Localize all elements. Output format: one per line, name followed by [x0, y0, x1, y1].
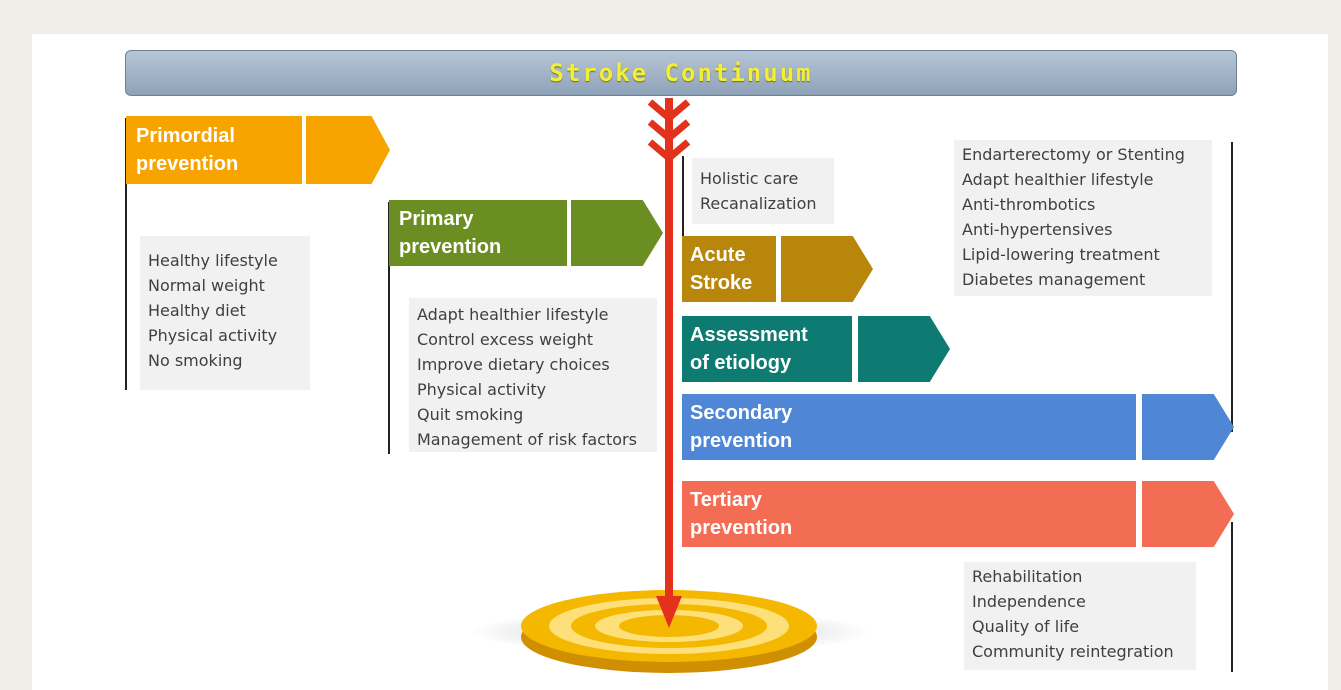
note-item: Physical activity	[417, 380, 547, 399]
note-item: Healthy diet	[148, 301, 246, 320]
note-item: Adapt healthier lifestyle	[417, 305, 609, 324]
primary-arrow-head	[571, 200, 663, 266]
note-item: Anti-hypertensives	[962, 220, 1113, 239]
diagram-canvas: Stroke Continuum Primordial prevention H…	[32, 34, 1328, 690]
note-item: Quit smoking	[417, 405, 524, 424]
tertiary-notes: Rehabilitation Independence Quality of l…	[964, 562, 1196, 670]
note-item: Diabetes management	[962, 270, 1146, 289]
primary-line	[388, 202, 390, 454]
note-item: Community reintegration	[972, 642, 1174, 661]
secondary-notes: Endarterectomy or Stenting Adapt healthi…	[954, 140, 1212, 296]
primary-label-2: prevention	[399, 236, 502, 258]
note-item: Holistic care	[700, 169, 799, 188]
note-item: Lipid-lowering treatment	[962, 245, 1160, 264]
note-item: Endarterectomy or Stenting	[962, 145, 1185, 164]
note-item: Physical activity	[148, 326, 278, 345]
primordial-notes: Healthy lifestyle Normal weight Healthy …	[140, 236, 310, 390]
note-item: Adapt healthier lifestyle	[962, 170, 1154, 189]
primordial-label-1: Primordial	[136, 125, 235, 147]
note-item: Recanalization	[700, 194, 817, 213]
secondary-line	[1231, 142, 1233, 432]
primary-prevention-box: Primary prevention	[389, 200, 567, 266]
note-item: Anti-thrombotics	[962, 195, 1096, 214]
note-item: Control excess weight	[417, 330, 594, 349]
note-item: Rehabilitation	[972, 567, 1083, 586]
secondary-arrow-head	[1142, 394, 1234, 460]
primordial-line	[125, 118, 127, 390]
acute-arrow-head	[781, 236, 873, 302]
tertiary-label-1: Tertiary	[690, 489, 762, 511]
acute-label-1: Acute	[690, 244, 746, 266]
acute-notes: Holistic care Recanalization	[692, 158, 834, 224]
primary-label-1: Primary	[399, 208, 474, 230]
assessment-box: Assessment of etiology	[682, 316, 852, 382]
note-item: Quality of life	[972, 617, 1080, 636]
secondary-prevention-box: Secondary prevention	[682, 394, 1136, 460]
secondary-label-2: prevention	[690, 430, 793, 452]
note-item: No smoking	[148, 351, 243, 370]
assessment-label-1: Assessment	[690, 324, 808, 346]
primary-notes: Adapt healthier lifestyle Control excess…	[409, 298, 657, 452]
stroke-arrow-icon	[647, 98, 691, 628]
acute-label-2: Stroke	[690, 272, 753, 294]
tertiary-arrow-head	[1142, 481, 1234, 547]
note-item: Management of risk factors	[417, 430, 637, 449]
assessment-arrow-head	[858, 316, 950, 382]
diagram-title: Stroke Continuum	[549, 59, 813, 87]
acute-line	[682, 156, 684, 274]
note-item: Improve dietary choices	[417, 355, 610, 374]
tertiary-prevention-box: Tertiary prevention	[682, 481, 1136, 547]
primordial-label-2: prevention	[136, 153, 239, 175]
primordial-arrow-head	[306, 116, 390, 184]
tertiary-label-2: prevention	[690, 517, 793, 539]
note-item: Healthy lifestyle	[148, 251, 278, 270]
title-bar: Stroke Continuum	[125, 50, 1237, 96]
target-arrow-graphic	[470, 98, 870, 673]
assessment-label-2: of etiology	[690, 352, 792, 374]
acute-stroke-box: Acute Stroke	[682, 236, 776, 302]
note-item: Normal weight	[148, 276, 265, 295]
secondary-label-1: Secondary	[690, 402, 793, 424]
tertiary-line	[1231, 522, 1233, 672]
primordial-prevention-box: Primordial prevention	[126, 116, 302, 184]
note-item: Independence	[972, 592, 1086, 611]
